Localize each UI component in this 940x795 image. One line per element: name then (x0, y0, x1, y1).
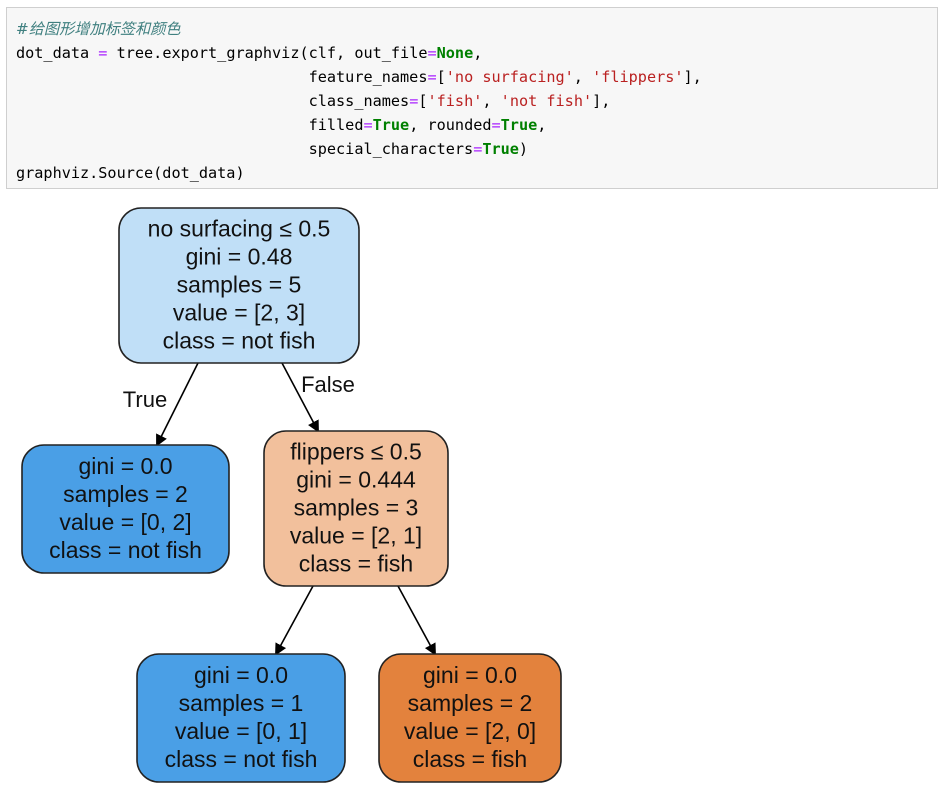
node-line: gini = 0.0 (194, 662, 288, 688)
code-editor[interactable]: #给图形增加标签和颜色 dot_data = tree.export_graph… (16, 17, 702, 185)
code-token-op: = (473, 140, 483, 158)
code-token-plain: , (537, 116, 547, 134)
code-token-str: 'fish' (427, 92, 483, 110)
code-token-str: 'no surfacing' (445, 68, 574, 86)
code-token-plain: , (573, 68, 593, 86)
code-token-str: 'flippers' (592, 68, 684, 86)
code-token-plain: , (482, 92, 501, 110)
code-token-plain: ], (592, 92, 611, 110)
node-line: class = not fish (49, 537, 202, 563)
node-line: value = [2, 1] (290, 523, 422, 549)
code-token-plain: , (473, 44, 483, 62)
edge-root-to-flippers-split (281, 362, 319, 433)
code-token-plain: special_characters (16, 140, 474, 158)
code-token-op: = (409, 92, 419, 110)
node-line: value = [2, 0] (404, 718, 536, 744)
node-line: samples = 3 (294, 495, 419, 521)
code-token-plain: filled (16, 116, 364, 134)
code-token-kw: True (372, 116, 410, 134)
node-box (118, 207, 360, 364)
node-line: samples = 2 (408, 690, 533, 716)
node-line: samples = 1 (179, 690, 304, 716)
code-token-plain: graphviz.Source(dot_data) (16, 164, 245, 182)
node-line: no surfacing ≤ 0.5 (148, 216, 331, 242)
node-line: samples = 5 (177, 272, 302, 298)
node-line: gini = 0.0 (79, 453, 173, 479)
code-cell[interactable]: #给图形增加标签和颜色 dot_data = tree.export_graph… (6, 7, 938, 189)
node-box (21, 444, 230, 574)
edge-flippers-split-to-leaf-fish (397, 585, 436, 656)
node-line: value = [2, 3] (173, 300, 305, 326)
node-line: class = fish (299, 551, 413, 577)
node-line: flippers ≤ 0.5 (290, 439, 422, 465)
node-box (378, 653, 562, 783)
node-line: samples = 2 (63, 481, 188, 507)
edge-label-true: True (123, 387, 167, 412)
code-token-kw: True (500, 116, 538, 134)
code-token-op: = (98, 44, 108, 62)
code-token-plain: dot_data (16, 44, 99, 62)
code-token-plain: tree.export_graphviz(clf, out_file (107, 44, 428, 62)
node-line: class = not fish (163, 328, 316, 354)
code-token-plain: ], (683, 68, 702, 86)
node-line: class = fish (413, 746, 527, 772)
edge-root-to-left-leaf (156, 362, 199, 447)
code-token-op: = (363, 116, 373, 134)
code-token-kw: True (482, 140, 519, 158)
code-token-plain: , rounded (409, 116, 492, 134)
edge-label-false: False (301, 372, 355, 397)
code-token-op: = (427, 44, 437, 62)
node-line: gini = 0.444 (296, 467, 416, 493)
code-token-plain: feature_names (16, 68, 428, 86)
code-token-str: 'not fish' (500, 92, 593, 110)
node-line: class = not fish (165, 746, 318, 772)
code-token-plain: [ (418, 92, 428, 110)
node-line: value = [0, 2] (59, 509, 191, 535)
node-line: value = [0, 1] (175, 718, 307, 744)
node-line: gini = 0.0 (423, 662, 517, 688)
node-box (263, 430, 449, 587)
code-token-plain: class_names (16, 92, 410, 110)
edge-flippers-split-to-leaf-not-fish (275, 585, 314, 656)
code-token-op: = (427, 68, 437, 86)
code-token-comment: #给图形增加标签和颜色 (16, 20, 181, 38)
node-box (136, 653, 346, 783)
code-token-kw: None (436, 44, 474, 62)
code-token-plain: ) (518, 140, 529, 158)
code-token-op: = (491, 116, 501, 134)
code-token-plain: [ (436, 68, 446, 86)
node-line: gini = 0.48 (186, 244, 293, 270)
